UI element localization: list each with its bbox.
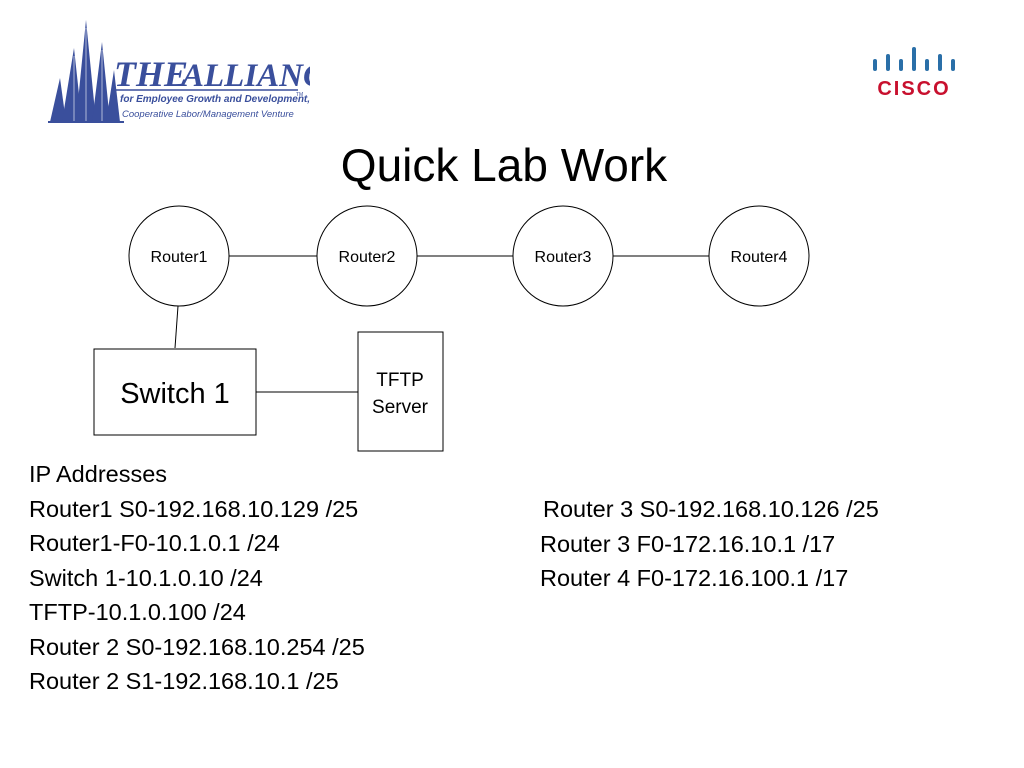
- page-title: Quick Lab Work: [340, 139, 668, 191]
- router2-node: [316, 205, 418, 307]
- alliance-logo: THE ALLIANCE for Employee Growth and Dev…: [48, 18, 347, 126]
- alliance-logo-tagline: for Employee Growth and Development, Inc…: [120, 94, 310, 105]
- ip-address-line: Router 3 S0-192.168.10.126 /25: [543, 496, 879, 522]
- network-diagram: Router1 Router2 Router3 Router4 Switch 1…: [0, 196, 1024, 458]
- switch-node: [93, 348, 257, 436]
- ip-address-line: Router1 S0-192.168.10.129 /25: [29, 495, 359, 522]
- ip-addresses-heading: IP Addresses: [29, 461, 168, 487]
- router3-label: Router3: [535, 249, 592, 266]
- cisco-logo-mark: CISCO: [873, 47, 955, 100]
- router1-label: Router1: [151, 249, 208, 266]
- network-diagram-svg: Router1 Router2 Router3 Router4 Switch 1…: [93, 205, 810, 452]
- ip-address-line: Router 2 S0-192.168.10.254 /25: [29, 633, 365, 660]
- ip-address-line: Router 3 F0-172.16.10.1 /17: [540, 530, 836, 557]
- ip-address-line: Switch 1-10.1.0.10 /24: [29, 564, 263, 591]
- switch-label: Switch 1: [120, 378, 230, 410]
- router2-label: Router2: [339, 249, 396, 266]
- router4-node: [708, 205, 810, 307]
- router1-node: [128, 205, 230, 307]
- alliance-logo-trademark: TM: [296, 92, 303, 98]
- cisco-logo-word: CISCO: [877, 78, 950, 100]
- alliance-logo-mark: THE ALLIANCE for Employee Growth and Dev…: [48, 20, 347, 123]
- tftp-server-label-line1: TFTP: [376, 370, 424, 391]
- alliance-logo-name: ALLIANCE: [180, 58, 310, 94]
- alliance-logo-subtitle: Cooperative Labor/Management Venture: [122, 109, 294, 120]
- ip-address-line: Router1-F0-10.1.0.1 /24: [29, 530, 280, 556]
- alliance-logo-name-the: THE: [114, 54, 188, 94]
- ip-addresses-right: Router 3 S0-192.168.10.126 /25 Router 3 …: [540, 492, 879, 596]
- tftp-server-node: [357, 331, 444, 452]
- link-router1-switch: [174, 305, 179, 349]
- ip-addresses-left: IP Addresses Router1 S0-192.168.10.129 /…: [29, 457, 365, 699]
- cisco-logo: CISCO: [866, 42, 962, 106]
- ip-address-line: Router 4 F0-172.16.100.1 /17: [540, 565, 849, 591]
- tftp-server-label-line2: Server: [372, 397, 429, 418]
- ip-address-line: TFTP-10.1.0.100 /24: [29, 599, 246, 625]
- router3-node: [512, 205, 614, 307]
- router4-label: Router4: [731, 249, 788, 266]
- ip-address-line: Router 2 S1-192.168.10.1 /25: [29, 668, 339, 694]
